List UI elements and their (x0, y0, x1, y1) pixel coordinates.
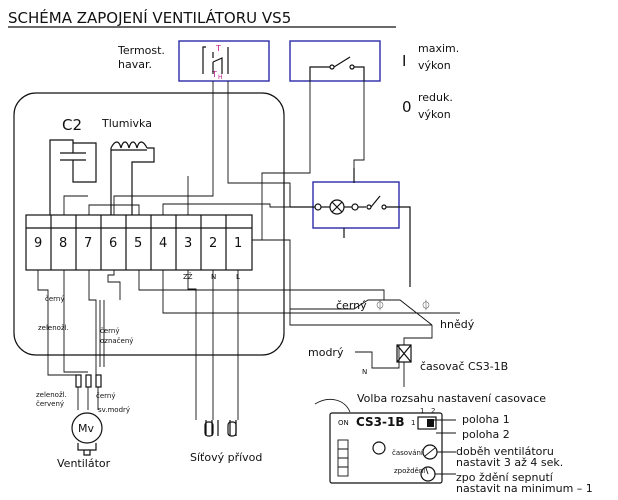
timer-symbol-1: ⏀ (375, 299, 385, 312)
module-board (329, 412, 443, 484)
wires-down (37, 239, 460, 420)
motor-symbol (71, 412, 103, 444)
choke-symbol (110, 141, 155, 215)
motor-base (77, 443, 97, 456)
wire-label-cerny-oznaceny-1: černý (100, 327, 120, 335)
terminal-label-4: 4 (159, 236, 167, 251)
pos1-label: poloha 1 (462, 413, 510, 426)
max-symbol: I (402, 52, 406, 70)
red-line2: výkon (418, 108, 451, 121)
mode-switch (309, 56, 365, 81)
wire-label-cerny-oznaceny-2: označený (100, 337, 133, 345)
timer-wire-brown: hnědý (440, 318, 475, 331)
thermostat-t-sub: H (218, 74, 223, 81)
thermostat-label-1: Termost. (117, 44, 165, 57)
fan-housing (13, 92, 285, 356)
pos2-label: poloha 2 (462, 428, 510, 441)
timer-symbol-2: ⏀ (421, 299, 431, 312)
module-knob-casovani: časování (392, 449, 424, 457)
timer-name: časovač CS3-1B (420, 360, 508, 373)
capacitor-symbol (49, 139, 97, 215)
motor-wires (47, 367, 99, 410)
zpozd-line1: zpo ždění sepnutí (456, 471, 554, 484)
module-dip-knob (427, 419, 434, 427)
module-dip-2: 2 (431, 407, 435, 415)
terminal-block: 9 8 7 6 5 4 3 2 1 (25, 214, 253, 271)
wire-label-sv-modry: sv.modrý (98, 406, 130, 414)
module-dip-on: ON (338, 419, 349, 427)
thermostat-label-2: havar. (118, 58, 152, 71)
module-terminals (337, 439, 349, 477)
wire-label-cerny-motor: černý (96, 392, 116, 400)
choke-label: Tlumivka (101, 117, 152, 130)
mode-switch-box (289, 40, 381, 82)
motor-label: Mv (78, 422, 94, 435)
terminal-label-2: 2 (209, 236, 217, 251)
timer-range-caption: Volba rozsahu nastavení casovace (357, 392, 546, 405)
capacitor-label: C2 (62, 116, 82, 134)
terminal-label-7: 7 (84, 236, 92, 251)
wire-label-cerny: černý (45, 295, 65, 303)
motor-caption: Ventilátor (57, 457, 111, 470)
internal-wires-top (63, 81, 365, 241)
terminal-label-8: 8 (59, 236, 67, 251)
dobeh-line2: nastavit 3 až 4 sek. (456, 456, 563, 469)
mains-plug (204, 420, 237, 437)
module-dip-1-left: 1 (411, 419, 415, 427)
terminal-label-5: 5 (134, 236, 142, 251)
timer-module: CS3-1B ON 1 2 1 časování zpoždění (314, 398, 456, 484)
mains-caption: Síťový přívod (190, 451, 262, 464)
diagram-title: SCHÉMA ZAPOJENÍ VENTILÁTORU VS5 (8, 8, 291, 27)
thermostat-switch (202, 46, 229, 74)
timer-n-label: N (362, 368, 367, 376)
red-line1: reduk. (418, 91, 453, 104)
module-dip-switch (417, 416, 437, 430)
terminal-label-6: 6 (109, 236, 117, 251)
terminal-sub-n: N (211, 273, 216, 281)
thermostat-t-bottom: T (211, 70, 217, 79)
terminal-label-9: 9 (34, 236, 42, 251)
lamp-switch-box (312, 181, 400, 229)
thermostat-t-top: T (215, 44, 221, 53)
wire-label-zelenozl: zelenožl. (38, 324, 69, 332)
dobeh-line1: doběh ventilátoru (456, 445, 554, 458)
module-knob-zpozdeni: zpoždění (394, 467, 426, 475)
wire-label-zelenozl-cerveny-1: zelenožl. (36, 391, 67, 399)
timer-relay (396, 344, 412, 363)
timer-wire-black: černý (336, 299, 367, 312)
zpozd-line2: nastavit na minimum – 1 (456, 482, 593, 495)
thermostat-box (178, 40, 270, 82)
motor-connectors (75, 374, 102, 388)
module-dip-1: 1 (420, 407, 424, 415)
timer-relay-cross (396, 344, 412, 363)
module-callouts (427, 419, 456, 475)
max-line1: maxim. (418, 42, 459, 55)
terminal-label-1: 1 (234, 236, 242, 251)
wire-label-zelenozl-cerveny-2: červený (36, 400, 64, 408)
module-chip (372, 441, 386, 455)
timer-wire-blue: modrý (308, 346, 344, 359)
red-symbol: 0 (402, 98, 412, 116)
max-line2: výkon (418, 59, 451, 72)
module-name: CS3-1B (356, 415, 405, 429)
lamp-switch (290, 168, 411, 287)
terminal-label-3: 3 (184, 236, 192, 251)
module-cable (314, 398, 351, 413)
